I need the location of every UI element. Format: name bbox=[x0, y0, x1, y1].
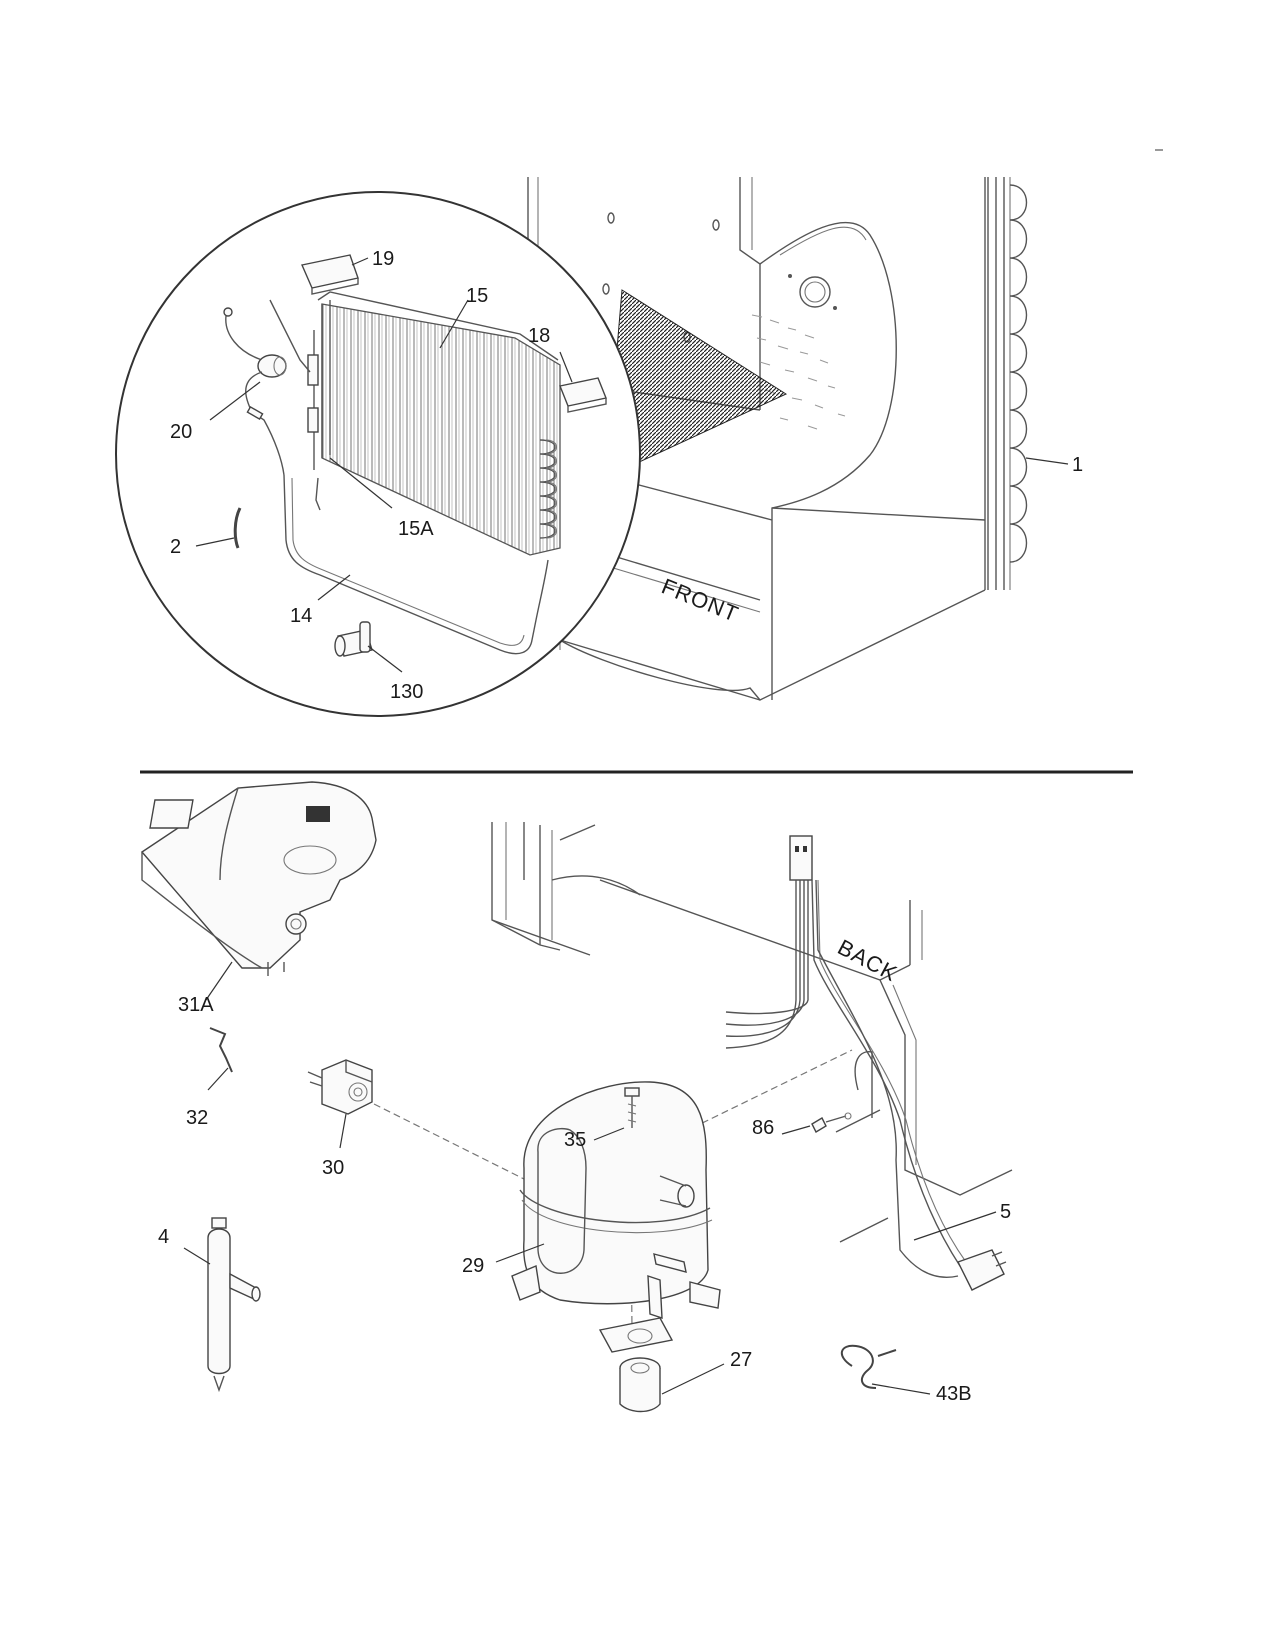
drier bbox=[207, 1217, 261, 1393]
callout-1: 1 bbox=[1072, 454, 1083, 476]
callout-32: 32 bbox=[186, 1107, 208, 1129]
callout-31a: 31A bbox=[178, 994, 214, 1016]
defrost-heater bbox=[283, 474, 549, 655]
grommet bbox=[619, 1357, 661, 1413]
callout-18: 18 bbox=[528, 325, 550, 347]
bottom-callouts: 31A 32 30 35 86 5 4 29 27 43B bbox=[158, 961, 1011, 1405]
callout-5: 5 bbox=[1000, 1201, 1011, 1223]
callout-43b: 43B bbox=[936, 1383, 972, 1405]
callout-14: 14 bbox=[290, 605, 312, 627]
callout-35: 35 bbox=[564, 1129, 586, 1151]
pad-18 bbox=[559, 377, 607, 413]
defrost-thermostat bbox=[223, 307, 287, 476]
callout-30: 30 bbox=[322, 1157, 344, 1179]
callout-4: 4 bbox=[158, 1226, 169, 1248]
detail-circle bbox=[115, 191, 641, 717]
condenser-coil bbox=[987, 177, 1028, 590]
clip-43b bbox=[841, 1344, 897, 1389]
callout-86: 86 bbox=[752, 1117, 774, 1139]
drain-tube-130 bbox=[334, 621, 373, 657]
pad-19 bbox=[301, 254, 359, 295]
callout-130: 130 bbox=[390, 681, 423, 703]
callout-15a: 15A bbox=[398, 518, 434, 540]
callout-27: 27 bbox=[730, 1349, 752, 1371]
clip-32 bbox=[209, 1027, 233, 1073]
relay-alignment-line bbox=[373, 1103, 527, 1181]
callout-15: 15 bbox=[466, 285, 488, 307]
back-label: BACK bbox=[834, 934, 902, 986]
callout-29: 29 bbox=[462, 1255, 484, 1277]
callout-20: 20 bbox=[170, 421, 192, 443]
clip-2 bbox=[233, 507, 242, 549]
power-cord bbox=[725, 835, 1007, 1291]
evaporator bbox=[269, 291, 561, 556]
wiring-alignment-line bbox=[691, 1049, 853, 1129]
callout-19: 19 bbox=[372, 248, 394, 270]
compressor bbox=[511, 1081, 721, 1353]
drain-pan bbox=[140, 781, 377, 976]
callout-2: 2 bbox=[170, 536, 181, 558]
relay bbox=[307, 1059, 373, 1115]
